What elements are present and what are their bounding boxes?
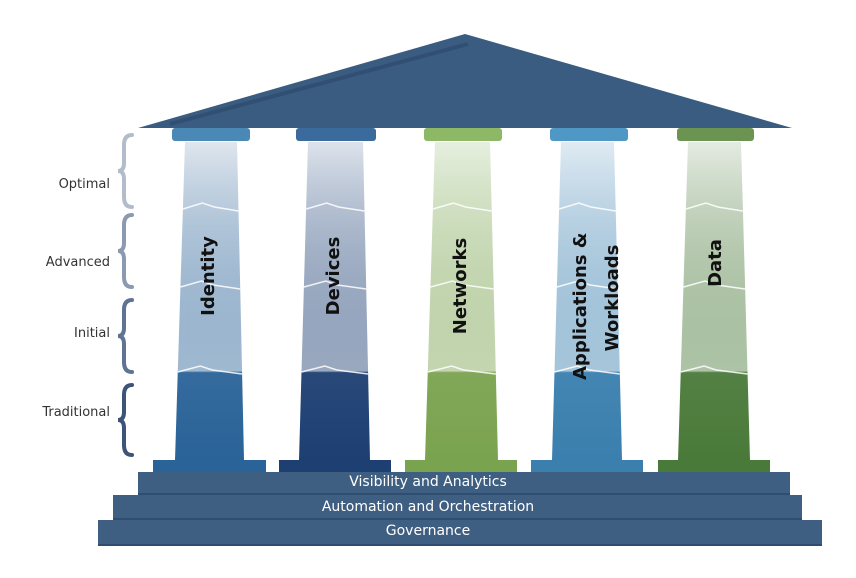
pillar-label-devices: Devices (323, 236, 344, 316)
pillar-label-workloads: Workloads (602, 244, 623, 352)
maturity-label-optimal: Optimal (58, 177, 110, 192)
pillar-networks (405, 128, 517, 472)
pillar-base (658, 460, 770, 472)
pillar-shaft (552, 142, 622, 460)
pillars (153, 128, 770, 472)
level-divider (182, 202, 239, 212)
level-divider (301, 365, 369, 375)
level-divider (427, 365, 496, 375)
level-divider (554, 365, 620, 375)
pillar-devices (279, 128, 391, 472)
pillar-capital (550, 128, 628, 141)
pillar-applications (531, 128, 643, 472)
pillar-base (531, 460, 643, 472)
foundation-step-3 (98, 520, 822, 546)
pillar-shaft (175, 142, 244, 460)
pillar-base (279, 460, 391, 472)
maturity-label-advanced: Advanced (45, 255, 110, 270)
level-divider (680, 365, 748, 375)
brace-traditional (117, 383, 134, 457)
foundation-step-2 (113, 495, 802, 520)
level-divider (180, 280, 241, 290)
maturity-braces (117, 133, 134, 457)
pillar-label-networks: Networks (450, 237, 471, 335)
foundation-step-1 (138, 472, 790, 495)
pillar-base (405, 460, 517, 472)
roof-triangle (138, 34, 792, 128)
brace-advanced (117, 213, 134, 289)
pillar-identity (153, 128, 266, 472)
pillar-data (658, 128, 770, 472)
pillar-shaft (425, 142, 498, 460)
level-divider (177, 365, 243, 375)
pillar-capital (296, 128, 376, 141)
level-divider (683, 280, 746, 290)
pillar-label-identity: Identity (198, 236, 219, 316)
level-divider (432, 202, 492, 212)
maturity-label-initial: Initial (74, 326, 110, 341)
level-divider (556, 280, 618, 290)
level-divider (303, 280, 367, 290)
brace-initial (117, 298, 134, 374)
foundation-label-visibility: Visibility and Analytics (349, 474, 507, 490)
roof-inner-edge (169, 42, 469, 126)
brace-optimal (117, 133, 134, 209)
pillar-capital (172, 128, 250, 141)
pillar-label-applications: Applications & (570, 232, 591, 381)
foundation-label-automation: Automation and Orchestration (321, 499, 535, 515)
pillar-label-data: Data (705, 239, 726, 287)
pillar-capital (677, 128, 754, 141)
level-divider (685, 202, 743, 212)
pillar-shaft (299, 142, 370, 460)
maturity-label-traditional: Traditional (42, 405, 110, 420)
pillar-shaft (678, 142, 750, 460)
roof (138, 34, 792, 128)
foundation-steps (98, 472, 822, 546)
level-divider (430, 280, 494, 290)
foundation-label-governance: Governance (385, 523, 471, 539)
level-divider (558, 202, 616, 212)
pillar-capital (424, 128, 502, 141)
level-divider (305, 202, 365, 212)
pillar-base (153, 460, 266, 472)
